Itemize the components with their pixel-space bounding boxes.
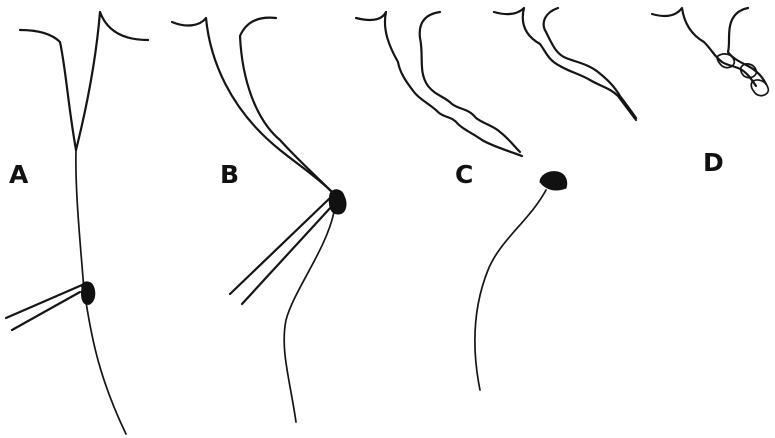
panel-label-c: C [455, 162, 473, 187]
panel-d-neck-left [494, 8, 636, 120]
panel-c-blob [540, 172, 567, 190]
panel-d-neck-drawing [494, 8, 636, 120]
panel-label-d: D [703, 150, 724, 175]
panel-a-drawing [6, 12, 148, 434]
panel-label-a: A [9, 162, 28, 187]
panel-c-neck-left [356, 12, 522, 156]
panel-b-probe-2 [242, 206, 332, 304]
panel-a-strand-upper [76, 150, 84, 290]
panel-label-b: B [220, 162, 239, 187]
panel-d-neck-right-2 [728, 8, 766, 84]
panel-b-probe-1 [230, 198, 330, 294]
panel-b-blob [329, 190, 346, 214]
panel-c-strand [475, 190, 546, 390]
panel-b-neck-left [172, 18, 332, 192]
panel-d-drawing [652, 8, 768, 96]
panel-c-neck-right [420, 12, 520, 152]
panel-b-neck-right [240, 18, 332, 192]
panel-a-neck-left [20, 30, 76, 150]
panel-b-strand [284, 212, 334, 422]
panel-b-drawing [172, 18, 346, 422]
panel-a-neck-right [76, 12, 148, 150]
panel-d-neck-left-2 [652, 8, 756, 86]
panel-c-drawing [356, 12, 567, 390]
panel-a-blob [81, 282, 94, 304]
panel-a-strand-lower [86, 302, 126, 434]
